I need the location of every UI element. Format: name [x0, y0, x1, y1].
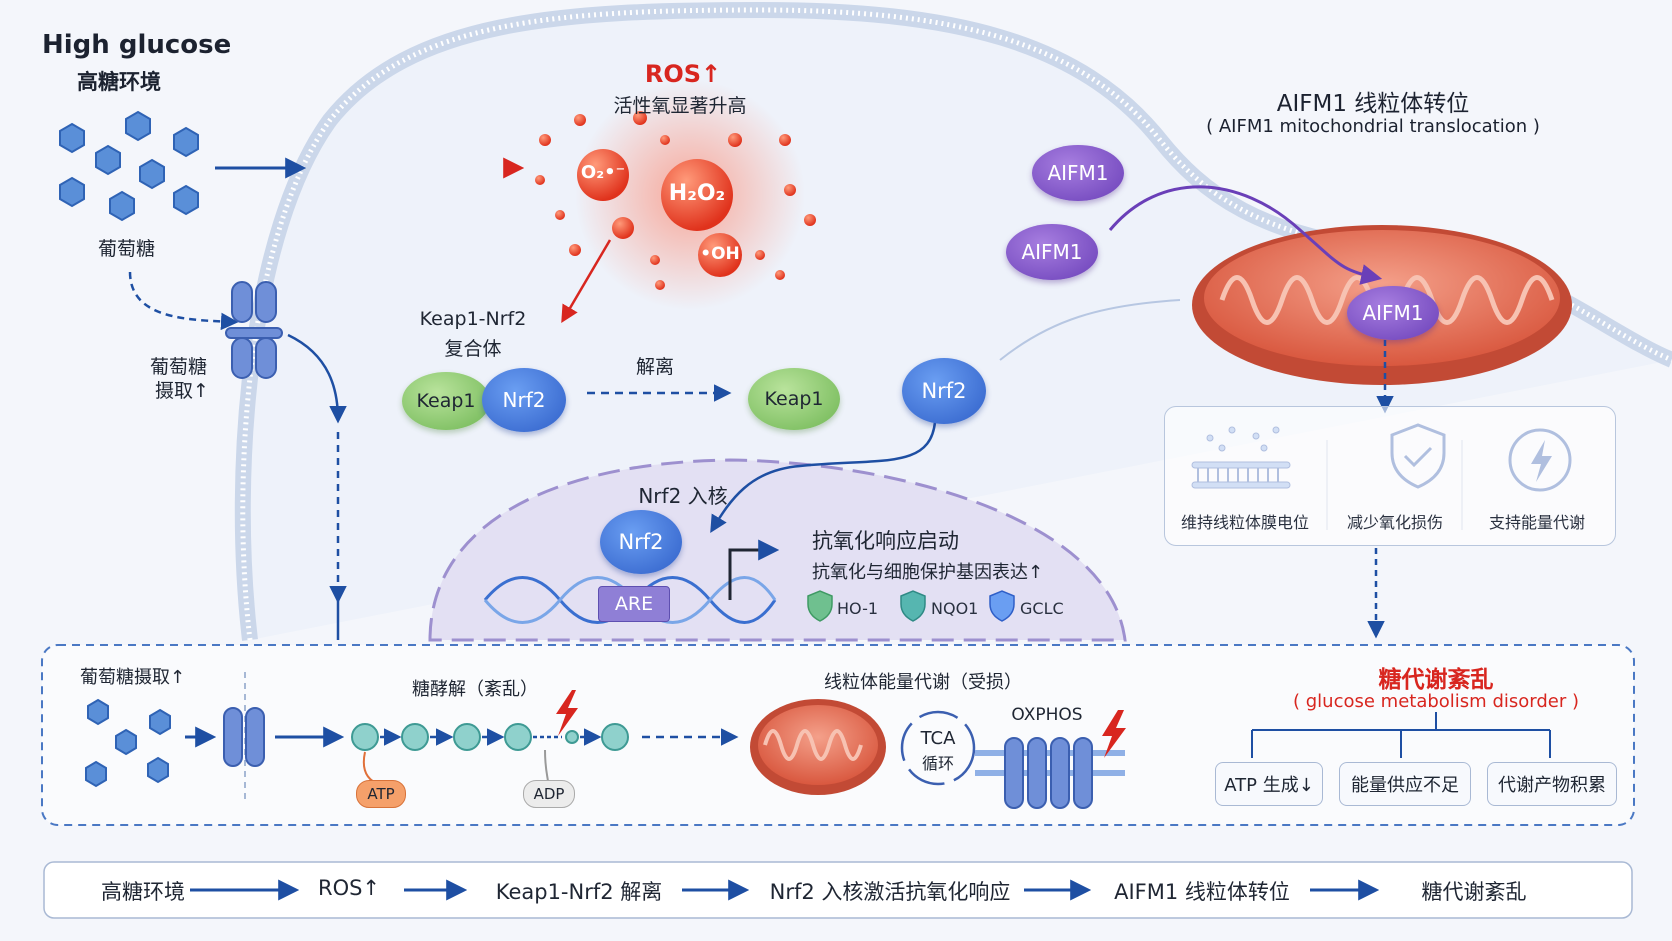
ros-particles — [535, 111, 816, 290]
nrf2-in-nucleus: Nrf2 — [600, 510, 682, 574]
flow-step-2: ROS↑ — [317, 876, 381, 900]
aifm1-effects-box — [1164, 406, 1616, 546]
aifm1-cytosol-1: AIFM1 — [1032, 145, 1124, 201]
nrf2-free: Nrf2 — [902, 358, 986, 424]
disorder-bracket — [1251, 712, 1551, 758]
disorder-subtitle: ( glucose metabolism disorder ) — [1293, 691, 1579, 712]
panel-mitochondrion — [750, 699, 886, 795]
aifm1-title: AIFM1 线粒体转位 — [1276, 91, 1470, 117]
glucose-uptake-label-2: 摄取↑ — [155, 380, 209, 402]
flow-step-1: 高糖环境 — [101, 880, 185, 904]
tca-label-2: 循环 — [921, 754, 955, 773]
aifm1-mitochondrial: AIFM1 — [1347, 286, 1439, 340]
high-glucose-title-cn: 高糖环境 — [77, 70, 161, 94]
are-element: ARE — [598, 586, 670, 622]
complex-title-1: Keap1-Nrf2 — [419, 308, 527, 330]
panel-uptake-label: 葡萄糖摄取↑ — [80, 667, 186, 688]
glucose-molecules — [59, 110, 199, 222]
flow-step-6: 糖代谢紊乱 — [1421, 880, 1527, 904]
gene-gclc: GCLC — [1020, 599, 1064, 618]
tca-cycle-icon — [900, 710, 976, 786]
glucose-uptake-label-1: 葡萄糖 — [150, 356, 208, 378]
oxphos-bolt-icon — [1102, 710, 1126, 758]
gene-nqo1: NQO1 — [931, 599, 979, 618]
antioxidant-response-title: 抗氧化响应启动 — [812, 529, 959, 553]
hydroxyl-label: •OH — [700, 244, 740, 264]
tca-label-1: TCA — [920, 728, 956, 749]
glucose-label: 葡萄糖 — [98, 238, 156, 260]
gene-shield-icons — [807, 590, 1015, 622]
flow-step-5: AIFM1 线粒体转位 — [1114, 880, 1290, 904]
keap1-in-complex: Keap1 — [402, 372, 490, 430]
ros-title: ROS↑ — [644, 60, 722, 88]
ros-subtitle: 活性氧显著升高 — [613, 95, 747, 117]
effect-membrane-potential: 维持线粒体膜电位 — [1180, 513, 1310, 532]
antioxidant-response-subtitle: 抗氧化与细胞保护基因表达↑ — [812, 562, 1044, 583]
oxphos-complex — [975, 737, 1125, 809]
outcome-metabolite-accumulation: 代谢产物积累 — [1487, 762, 1617, 806]
gene-ho1: HO-1 — [837, 599, 879, 618]
keap1-free: Keap1 — [748, 368, 840, 430]
nrf2-nuclear-entry-label: Nrf2 入核 — [638, 484, 728, 508]
outcome-atp-decrease: ATP 生成↓ — [1215, 762, 1323, 806]
complex-title-2: 复合体 — [444, 338, 502, 360]
mito-energy-label: 线粒体能量代谢（受损） — [824, 672, 1022, 693]
panel-glucose-molecules — [85, 698, 171, 788]
h2o2-label: H₂O₂ — [668, 181, 726, 206]
oxphos-label: OXPHOS — [1011, 705, 1083, 725]
glucose-transporter — [225, 281, 283, 379]
effect-reduce-oxidative-damage: 减少氧化损伤 — [1346, 513, 1444, 532]
high-glucose-title-en: High glucose — [42, 30, 232, 60]
panel-glucose-transporter — [223, 707, 265, 767]
outcome-energy-shortage: 能量供应不足 — [1339, 762, 1471, 806]
aifm1-cytosol-2: AIFM1 — [1006, 224, 1098, 280]
adp-badge: ADP — [523, 780, 575, 808]
dissociation-label: 解离 — [635, 356, 675, 378]
atp-badge: ATP — [356, 780, 406, 808]
nrf2-in-complex: Nrf2 — [482, 368, 566, 432]
superoxide-label: O₂•⁻ — [580, 162, 626, 183]
flow-step-3: Keap1-Nrf2 解离 — [495, 880, 663, 904]
aifm1-subtitle: ( AIFM1 mitochondrial translocation ) — [1206, 116, 1540, 137]
glycolysis-bolt-icon — [556, 690, 578, 736]
effect-support-energy-metabolism: 支持能量代谢 — [1488, 513, 1586, 532]
flow-step-4: Nrf2 入核激活抗氧化响应 — [769, 880, 1011, 904]
disorder-title: 糖代谢紊乱 — [1378, 667, 1494, 693]
flow-bar — [43, 861, 1633, 919]
glycolysis-label: 糖酵解（紊乱） — [412, 679, 538, 700]
